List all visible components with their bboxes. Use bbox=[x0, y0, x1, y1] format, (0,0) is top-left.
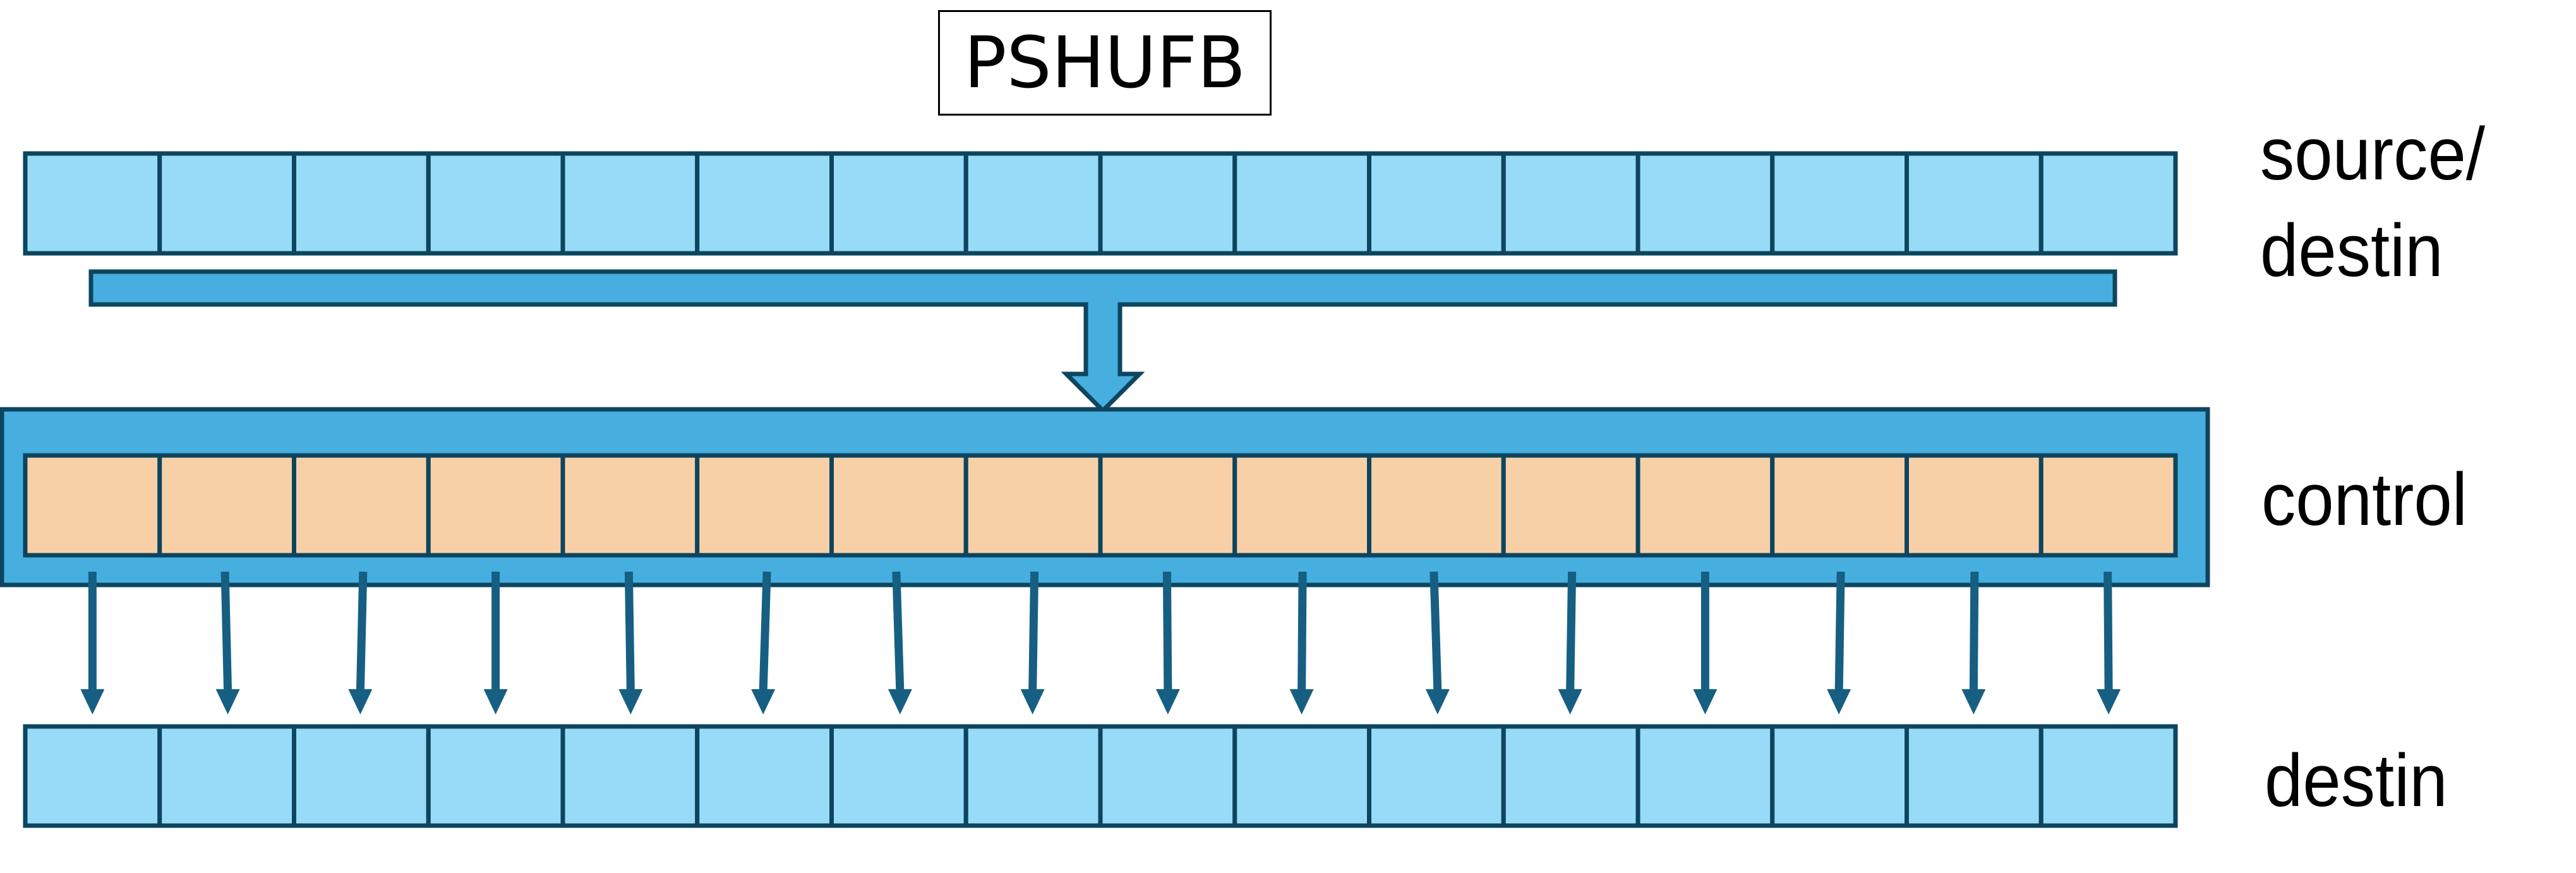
control-byte-cell-4 bbox=[560, 453, 700, 558]
lane-arrow-12 bbox=[1693, 572, 1718, 714]
broadcast-bus bbox=[88, 269, 2117, 307]
lane-arrow-9 bbox=[1289, 571, 1314, 714]
source-byte-cell-5 bbox=[695, 151, 834, 256]
destination-byte-cell-12 bbox=[1635, 724, 1775, 828]
source-byte-cell-4 bbox=[560, 151, 700, 256]
lane-arrow-1 bbox=[215, 571, 240, 714]
lane-arrow-0 bbox=[80, 572, 105, 714]
control-register bbox=[23, 453, 2178, 558]
destination-byte-cell-11 bbox=[1501, 724, 1640, 828]
lane-arrow-3 bbox=[483, 572, 508, 714]
destination-byte-cell-7 bbox=[963, 724, 1103, 828]
source-byte-cell-9 bbox=[1232, 151, 1371, 256]
source-byte-cell-7 bbox=[963, 151, 1103, 256]
source-byte-cell-11 bbox=[1501, 151, 1640, 256]
destination-byte-cell-15 bbox=[2038, 724, 2178, 828]
control-byte-cell-11 bbox=[1501, 453, 1640, 558]
lane-arrow-11 bbox=[1558, 571, 1582, 714]
source-byte-cell-2 bbox=[292, 151, 431, 256]
lane-arrow-6 bbox=[888, 571, 912, 714]
source-byte-cell-6 bbox=[829, 151, 968, 256]
destination-byte-cell-1 bbox=[157, 724, 296, 828]
source-byte-cell-3 bbox=[426, 151, 565, 256]
control-byte-cell-10 bbox=[1367, 453, 1506, 558]
destination-byte-cell-5 bbox=[695, 724, 834, 828]
control-byte-cell-6 bbox=[829, 453, 968, 558]
control-byte-cell-13 bbox=[1770, 453, 1909, 558]
broadcast-arrow bbox=[1061, 302, 1145, 414]
destination-byte-cell-0 bbox=[23, 724, 162, 828]
destination-byte-cell-13 bbox=[1770, 724, 1909, 828]
source-label-line2: destin bbox=[2260, 209, 2443, 293]
control-byte-cell-12 bbox=[1635, 453, 1775, 558]
control-byte-cell-0 bbox=[23, 453, 162, 558]
destination-byte-cell-8 bbox=[1098, 724, 1237, 828]
source-byte-cell-14 bbox=[1905, 151, 2043, 256]
lane-arrows bbox=[80, 571, 2121, 714]
source-register bbox=[23, 151, 2178, 256]
destination-byte-cell-9 bbox=[1232, 724, 1371, 828]
source-byte-cell-10 bbox=[1367, 151, 1506, 256]
lane-arrow-2 bbox=[348, 571, 373, 714]
destination-byte-cell-6 bbox=[829, 724, 968, 828]
destin-label: destin bbox=[2265, 739, 2448, 822]
control-byte-cell-3 bbox=[426, 453, 565, 558]
control-byte-cell-15 bbox=[2038, 453, 2178, 558]
source-byte-cell-8 bbox=[1098, 151, 1237, 256]
control-byte-cell-14 bbox=[1905, 453, 2043, 558]
source-byte-cell-15 bbox=[2038, 151, 2178, 256]
source-byte-cell-12 bbox=[1635, 151, 1775, 256]
destination-register bbox=[23, 724, 2178, 828]
source-label-line1: source/ bbox=[2260, 112, 2486, 196]
destination-byte-cell-2 bbox=[292, 724, 431, 828]
control-byte-cell-7 bbox=[963, 453, 1103, 558]
lane-arrow-5 bbox=[751, 571, 776, 714]
instruction-title: PSHUFB bbox=[963, 21, 1246, 104]
destination-byte-cell-14 bbox=[1905, 724, 2043, 828]
lane-arrow-14 bbox=[1961, 571, 1986, 714]
instruction-title-box: PSHUFB bbox=[938, 10, 1272, 116]
source-byte-cell-13 bbox=[1770, 151, 1909, 256]
source-byte-cell-1 bbox=[157, 151, 296, 256]
source-byte-cell-0 bbox=[23, 151, 162, 256]
lane-arrow-8 bbox=[1155, 571, 1180, 714]
control-byte-cell-9 bbox=[1232, 453, 1371, 558]
control-byte-cell-5 bbox=[695, 453, 834, 558]
lane-arrow-13 bbox=[1827, 571, 1851, 714]
bus-arrow-join bbox=[1088, 301, 1118, 308]
lane-arrow-10 bbox=[1425, 571, 1450, 714]
lane-arrow-4 bbox=[618, 571, 643, 714]
destination-byte-cell-4 bbox=[560, 724, 700, 828]
control-byte-cell-8 bbox=[1098, 453, 1237, 558]
source-destin-label: source/ destin bbox=[2260, 106, 2485, 300]
control-byte-cell-1 bbox=[157, 453, 296, 558]
lane-arrow-7 bbox=[1020, 571, 1045, 714]
destination-byte-cell-10 bbox=[1367, 724, 1506, 828]
control-byte-cell-2 bbox=[292, 453, 431, 558]
lane-arrow-15 bbox=[2097, 571, 2121, 714]
destination-byte-cell-3 bbox=[426, 724, 565, 828]
control-label: control bbox=[2261, 458, 2467, 541]
